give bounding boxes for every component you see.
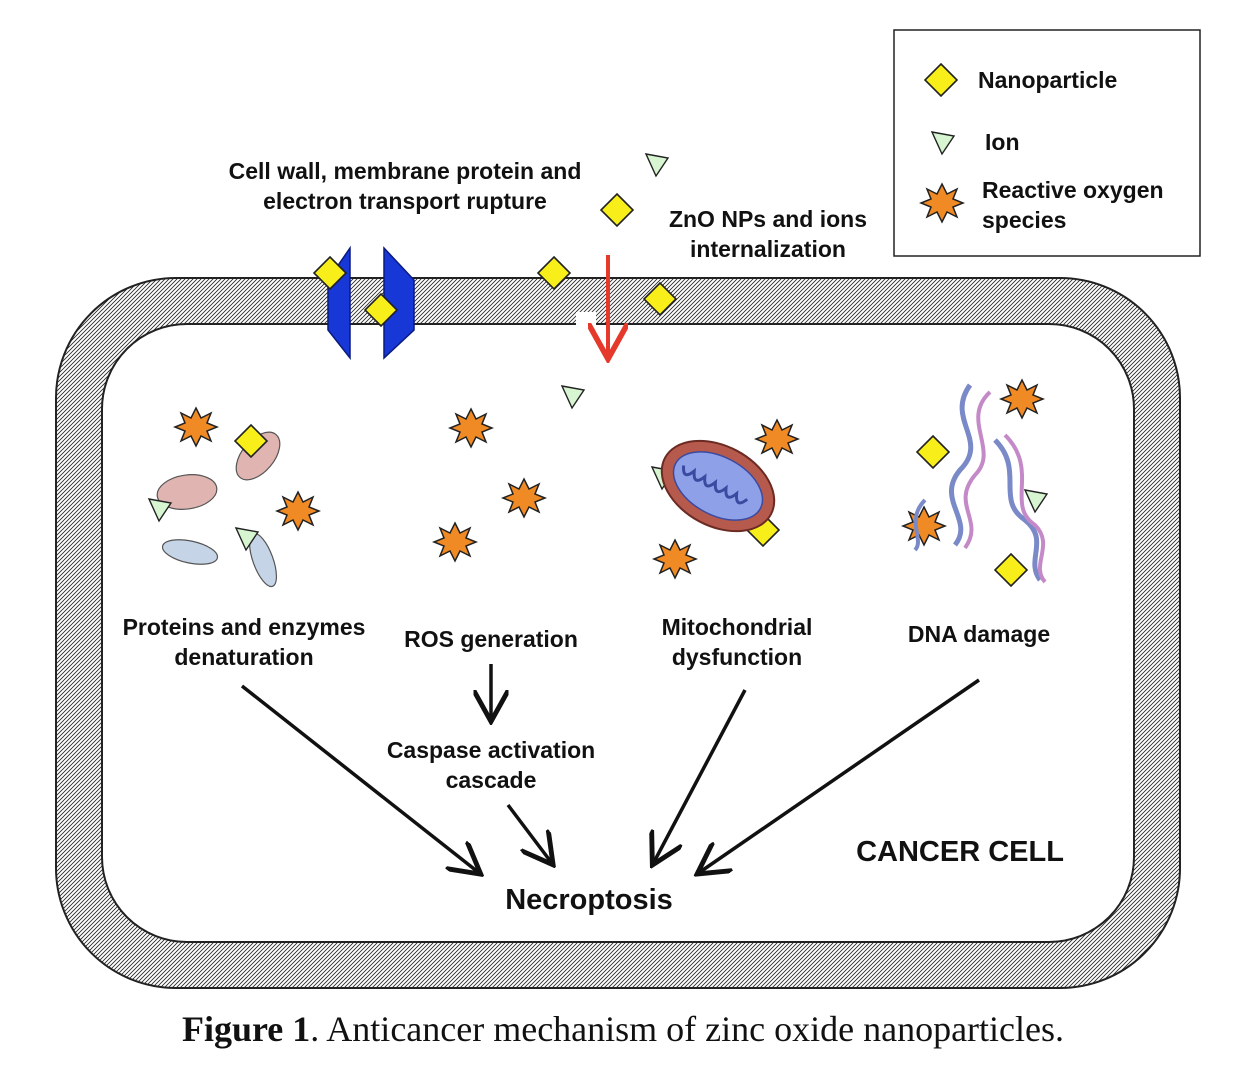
- figure-caption-prefix: Figure 1: [181, 1009, 311, 1049]
- arrow-dna-to-necroptosis: [700, 678, 980, 872]
- caspase-label-line2: cascade: [446, 767, 537, 793]
- diagram-canvas: Cell wall, membrane protein and electron…: [55, 29, 1201, 989]
- rupture-label-line2: electron transport rupture: [263, 188, 547, 214]
- mitochondrion-icon: [660, 439, 776, 533]
- figure-caption: Figure 1. Anticancer mechanism of zinc o…: [0, 1008, 1246, 1050]
- protein-icon: [156, 431, 281, 588]
- caspase-label-line1: Caspase activation: [387, 737, 595, 763]
- mito-label-line1: Mitochondrial: [662, 614, 813, 640]
- proteins-label-line1: Proteins and enzymes: [123, 614, 366, 640]
- ros-generation-label: ROS generation: [404, 626, 578, 652]
- internalization-label-line2: internalization: [690, 236, 846, 262]
- legend-ros-label-line1: Reactive oxygen: [982, 177, 1164, 203]
- dna-damage-label: DNA damage: [908, 621, 1050, 647]
- internalization-label-line1: ZnO NPs and ions: [669, 206, 867, 232]
- arrow-caspase-to-necroptosis: [506, 803, 551, 862]
- arrow-mito-to-necroptosis: [654, 689, 747, 862]
- legend-nanoparticle-label: Nanoparticle: [978, 67, 1117, 93]
- mito-label-line2: dysfunction: [672, 644, 802, 670]
- necroptosis-label: Necroptosis: [505, 884, 673, 916]
- arrow-proteins-to-necroptosis: [240, 684, 478, 872]
- figure-caption-text: . Anticancer mechanism of zinc oxide nan…: [310, 1009, 1065, 1049]
- rupture-label-line1: Cell wall, membrane protein and: [229, 158, 582, 184]
- legend: Nanoparticle Ion Reactive oxygen species: [893, 29, 1201, 257]
- legend-ros-label-line2: species: [982, 207, 1066, 233]
- proteins-label-line2: denaturation: [174, 644, 313, 670]
- dna-helix-icon: [913, 383, 1047, 584]
- cancer-cell-label: CANCER CELL: [856, 836, 1064, 868]
- legend-ion-label: Ion: [985, 129, 1020, 155]
- cell-membrane: [55, 277, 1181, 989]
- pathway-arrows: [240, 664, 980, 872]
- legend-ros-icon: [920, 183, 964, 223]
